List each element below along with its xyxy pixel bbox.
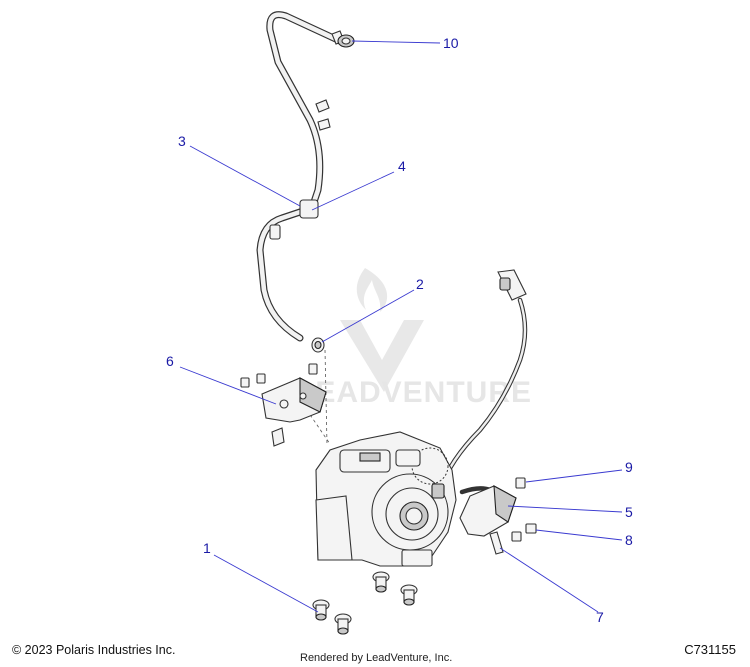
gearbox-housing [315,431,457,567]
watermark-text: LEADVENTURE [296,376,532,409]
vent-fitting-part-10 [331,30,355,48]
callout-3: 3 [178,133,186,149]
callout-7: 7 [596,609,604,625]
hose-end-part-2 [311,337,325,353]
watermark-logo: LEADVENTURE [296,268,532,409]
drawing-id: C731155 [684,642,736,657]
callout-5: 5 [625,504,633,520]
bracket-part-5 [459,477,537,555]
rendered-by-text: Rendered by LeadVenture, Inc. [300,652,453,664]
callout-10: 10 [443,35,459,51]
callout-1: 1 [203,540,211,556]
callout-6: 6 [166,353,174,369]
mounting-bolts-part-1 [312,571,418,635]
callout-2: 2 [416,276,424,292]
bracket-part-6 [240,363,327,447]
alignment-line [324,349,328,446]
callout-9: 9 [625,459,633,475]
callout-4: 4 [398,158,406,174]
copyright-text: © 2023 Polaris Industries Inc. [12,643,176,657]
leader-lines [179,40,623,613]
hose-assembly [256,11,355,353]
callout-8: 8 [625,532,633,548]
